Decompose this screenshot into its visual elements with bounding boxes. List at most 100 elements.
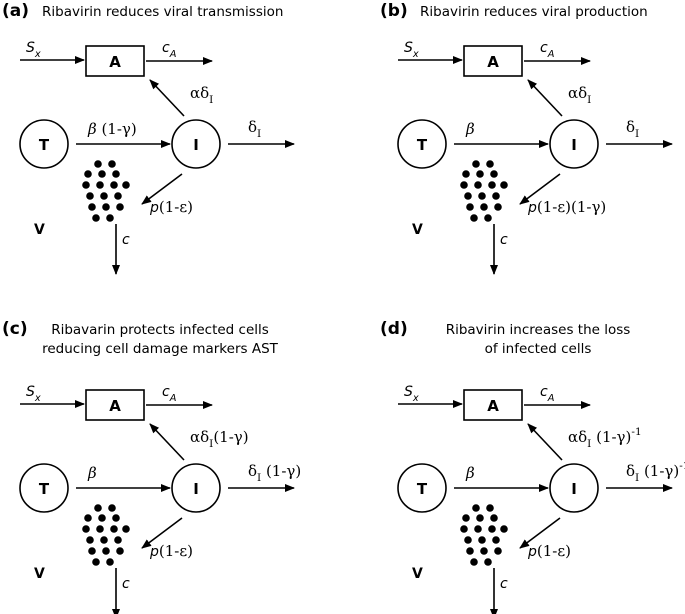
virion-dot xyxy=(102,547,110,555)
virion-dot xyxy=(490,514,498,522)
virion-dot xyxy=(492,536,500,544)
virus-clearance-label: c xyxy=(122,576,130,592)
virion-dot xyxy=(476,514,484,522)
virion-dot xyxy=(86,192,94,200)
virion-dot xyxy=(96,525,104,533)
virion-dot xyxy=(92,558,100,566)
virion-dot xyxy=(106,214,114,222)
panel-title: Ribavirin reduces viral production xyxy=(420,4,648,20)
virion-dot xyxy=(464,536,472,544)
panel-title-line: of infected cells xyxy=(485,341,592,357)
virion-dot xyxy=(484,214,492,222)
i-to-a-rate: αδI xyxy=(190,84,213,106)
virion-dot xyxy=(112,514,120,522)
panel-letter: (c) xyxy=(2,319,28,339)
virus-production-arrow xyxy=(519,517,561,549)
virion-dot xyxy=(110,181,118,189)
virion-dot xyxy=(470,214,478,222)
target-cell-label: T xyxy=(39,480,50,498)
virion-dot xyxy=(486,504,494,512)
virion-dot xyxy=(462,514,470,522)
panel-title-line: Ribavirin increases the loss xyxy=(446,322,631,338)
virion-dot xyxy=(466,547,474,555)
sx-label: Sx xyxy=(26,384,41,404)
virion-dot xyxy=(112,170,120,178)
infected-cell-label: I xyxy=(193,480,199,498)
virion-dot xyxy=(92,214,100,222)
infected-cell-i xyxy=(171,463,221,513)
virion-dot xyxy=(88,203,96,211)
virion-dot xyxy=(106,558,114,566)
compartment-a-box xyxy=(463,45,523,77)
panel-title-line: reducing cell damage markers AST xyxy=(42,341,279,357)
infected-death-rate: δI (1-γ)-1 xyxy=(626,460,685,484)
ca-label: cA xyxy=(162,40,177,60)
virion-dot xyxy=(84,514,92,522)
infected-cell-i xyxy=(549,463,599,513)
panel-title: Ribavirin reduces viral transmission xyxy=(42,4,283,20)
compartment-a-box xyxy=(85,45,145,77)
virus-production-rate: p(1-ε) xyxy=(149,542,193,560)
compartment-a-label: A xyxy=(109,397,121,415)
infection-rate: β (1-γ) xyxy=(87,120,137,138)
infected-death-rate: δI xyxy=(248,118,261,140)
virion-dot xyxy=(86,536,94,544)
i-to-a-arrow xyxy=(527,423,563,461)
virion-dot xyxy=(484,558,492,566)
virion-dot xyxy=(122,525,130,533)
infected-cell-label: I xyxy=(193,136,199,154)
virion-dot xyxy=(472,160,480,168)
virion-dot xyxy=(88,547,96,555)
virion-dot xyxy=(108,160,116,168)
infected-cell-label: I xyxy=(571,480,577,498)
virion-dot xyxy=(460,181,468,189)
virus-production-arrow xyxy=(141,173,183,205)
target-cell-t xyxy=(397,119,447,169)
virion-cluster xyxy=(82,160,130,222)
virion-dot xyxy=(98,514,106,522)
infection-rate: β xyxy=(465,464,475,482)
virus-production-arrow xyxy=(141,517,183,549)
virus-label: V xyxy=(412,566,423,582)
infected-cell-i xyxy=(549,119,599,169)
sx-label: Sx xyxy=(404,40,419,60)
virion-dot xyxy=(494,547,502,555)
virion-dot xyxy=(122,181,130,189)
virion-dot xyxy=(100,536,108,544)
virion-dot xyxy=(94,160,102,168)
panel-title-line: Ribavarin protects infected cells xyxy=(51,322,269,338)
virion-dot xyxy=(464,192,472,200)
virus-production-rate: p(1-ε) xyxy=(527,542,571,560)
sx-label: Sx xyxy=(404,384,419,404)
i-to-a-rate: αδI (1-γ)-1 xyxy=(568,426,642,450)
i-to-a-arrow xyxy=(149,79,185,117)
sx-label: Sx xyxy=(26,40,41,60)
virion-dot xyxy=(490,170,498,178)
infected-death-rate: δI xyxy=(626,118,639,140)
virion-dot xyxy=(84,170,92,178)
virion-dot xyxy=(114,536,122,544)
virion-dot xyxy=(488,181,496,189)
infection-rate: β xyxy=(465,120,475,138)
virion-dot xyxy=(82,525,90,533)
virion-dot xyxy=(470,558,478,566)
virus-label: V xyxy=(412,222,423,238)
virus-label: V xyxy=(34,222,45,238)
panel-c: (c) Ribavarin protects infected cells redu… xyxy=(2,319,301,614)
virion-dot xyxy=(492,192,500,200)
ca-label: cA xyxy=(162,384,177,404)
compartment-a-label: A xyxy=(487,53,499,71)
virion-dot xyxy=(98,170,106,178)
virus-clearance-label: c xyxy=(122,232,130,248)
infected-death-rate: δI (1-γ) xyxy=(248,462,301,484)
virion-dot xyxy=(108,504,116,512)
virion-dot xyxy=(462,170,470,178)
virion-dot xyxy=(474,181,482,189)
virion-dot xyxy=(480,203,488,211)
virion-dot xyxy=(96,181,104,189)
